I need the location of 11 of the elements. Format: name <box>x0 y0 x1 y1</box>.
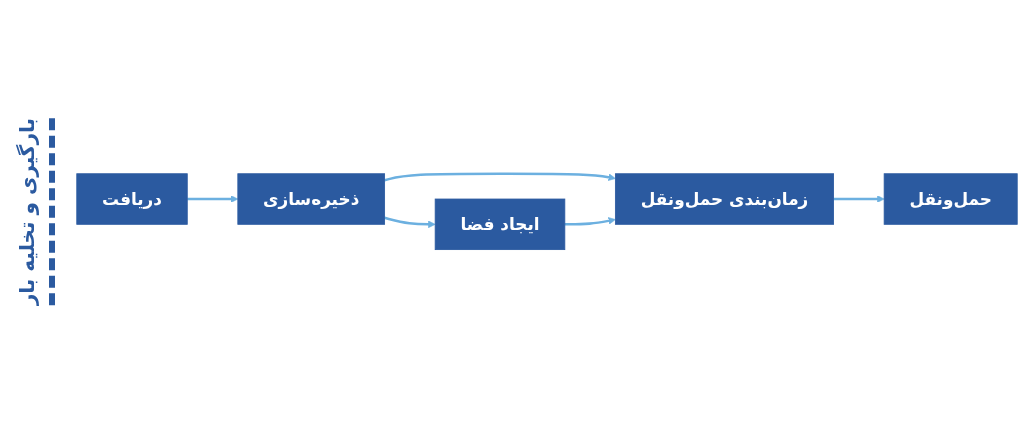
side-label: بارگیری و تخلیه بار <box>15 117 55 306</box>
node-box: حمل‌ونقل <box>883 173 1018 225</box>
node-box: دریافت <box>76 173 188 225</box>
arrow <box>564 217 616 226</box>
arrow <box>187 195 239 203</box>
node-box: ایجاد فضا <box>434 198 566 250</box>
arrow <box>384 216 436 228</box>
node-box: زمان‌بندی حمل‌ونقل <box>615 173 834 225</box>
arrow <box>384 172 616 182</box>
arrow <box>833 195 885 203</box>
node-box: ذخیره‌سازی <box>237 173 386 225</box>
